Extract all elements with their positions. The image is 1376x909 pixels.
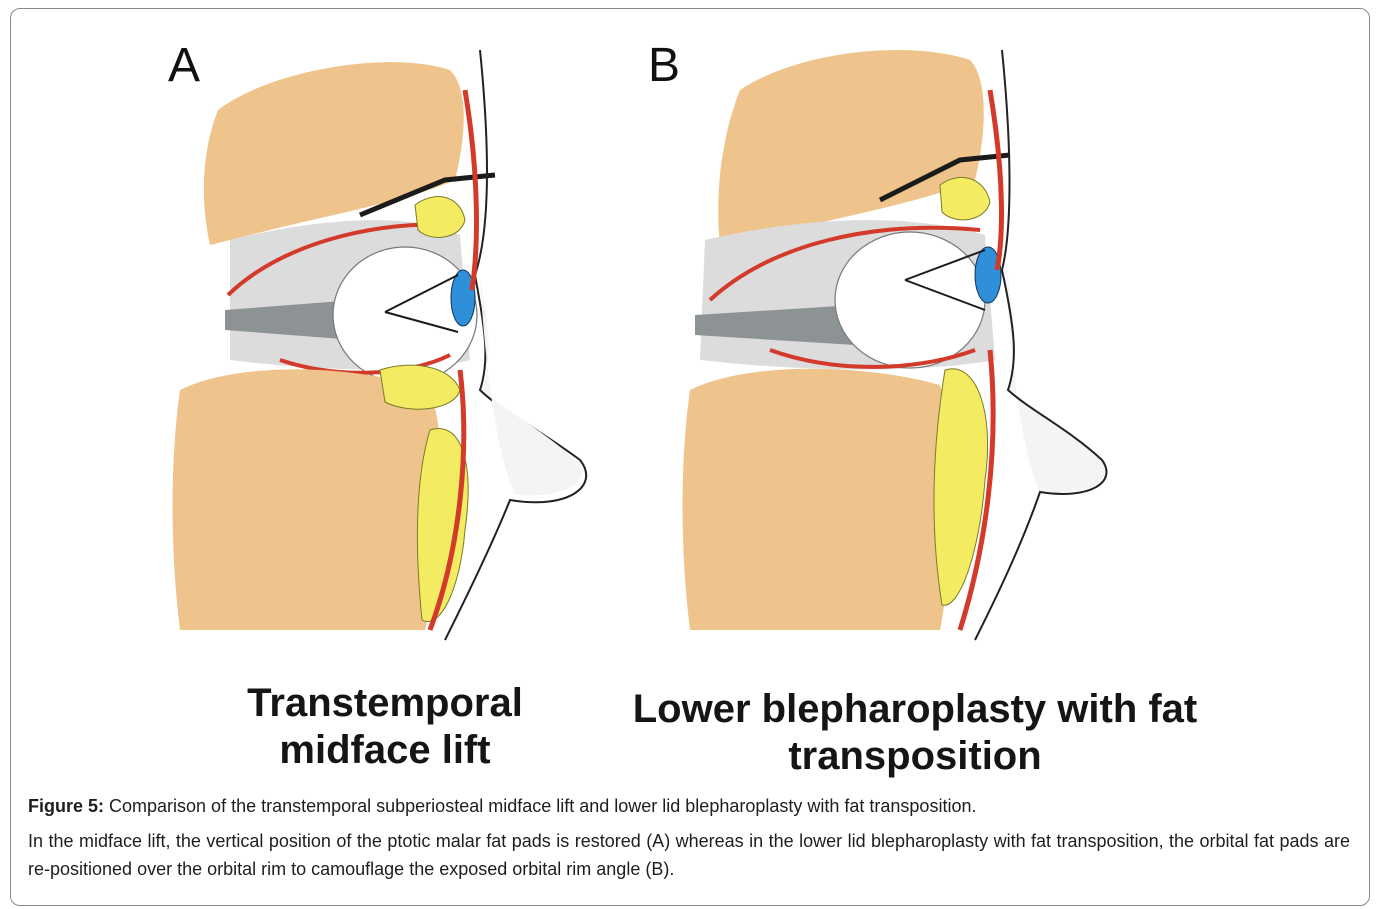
upper-fat-pad (415, 197, 465, 238)
caption-body: In the midface lift, the vertical positi… (28, 828, 1350, 884)
caption-title-line: Figure 5: Comparison of the transtempora… (28, 793, 1350, 821)
panel-a-label: Transtemporal midface lift (210, 680, 560, 774)
panel-a-illustration (160, 30, 630, 650)
orbital-fat-pad (380, 365, 460, 409)
nose-fill (480, 280, 582, 495)
upper-bone (718, 50, 984, 245)
globe (835, 232, 985, 368)
panel-a-letter: A (168, 42, 200, 90)
upper-fat-pad (940, 177, 990, 219)
lower-bone (683, 369, 954, 630)
panel-a: A (160, 30, 630, 650)
caption-title: Figure 5: (28, 796, 104, 816)
lower-bone (173, 369, 443, 630)
figure-caption: Figure 5: Comparison of the transtempora… (28, 793, 1350, 884)
panel-b-letter: B (648, 42, 680, 90)
nose-fill (1005, 260, 1106, 493)
panel-b: B (640, 30, 1140, 650)
panel-b-label: Lower blepharoplasty with fat transposit… (590, 686, 1240, 780)
transposed-fat-pad (934, 369, 988, 606)
panel-b-illustration (640, 30, 1140, 650)
caption-title-text: Comparison of the transtemporal subperio… (104, 796, 976, 816)
